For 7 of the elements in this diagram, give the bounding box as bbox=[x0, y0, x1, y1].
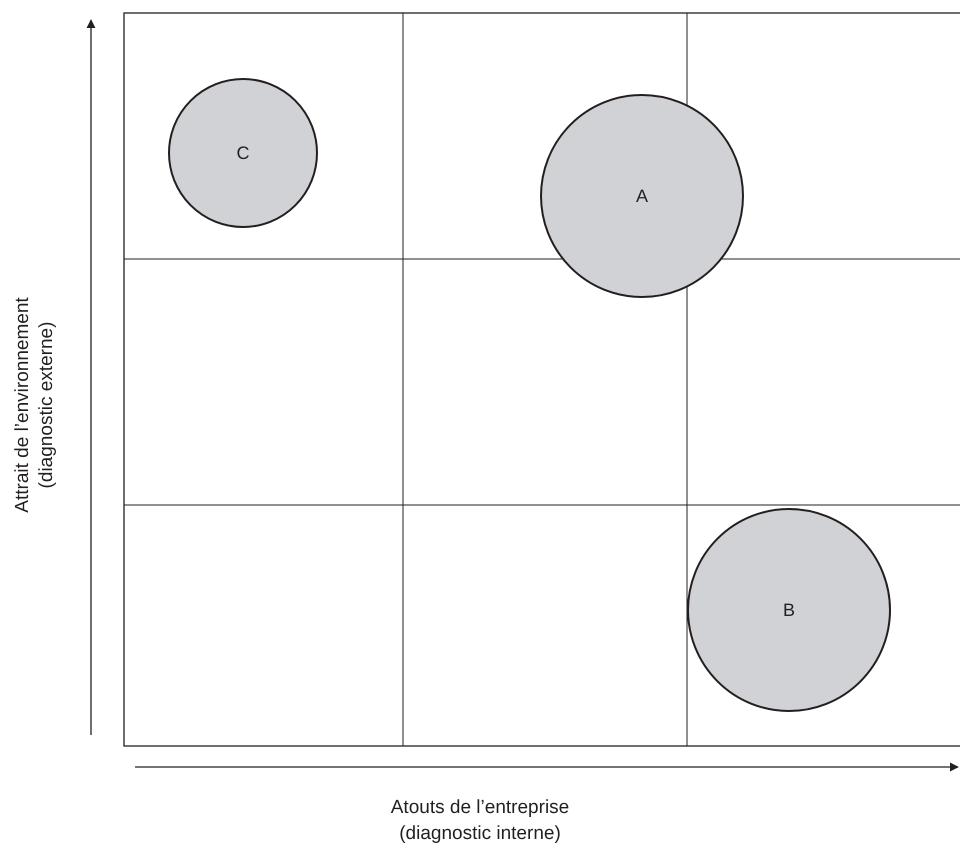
axis-subtitle: (diagnostic externe) bbox=[35, 320, 58, 490]
bubble-label: C bbox=[236, 142, 250, 164]
bubble-label: B bbox=[782, 600, 795, 620]
axis-title: Atouts de l’entreprise bbox=[390, 796, 570, 820]
bubble-label: A bbox=[636, 186, 648, 206]
axis-title: Attrait de l’environnement bbox=[11, 296, 34, 515]
axis-subtitle: (diagnostic interne) bbox=[398, 822, 562, 846]
